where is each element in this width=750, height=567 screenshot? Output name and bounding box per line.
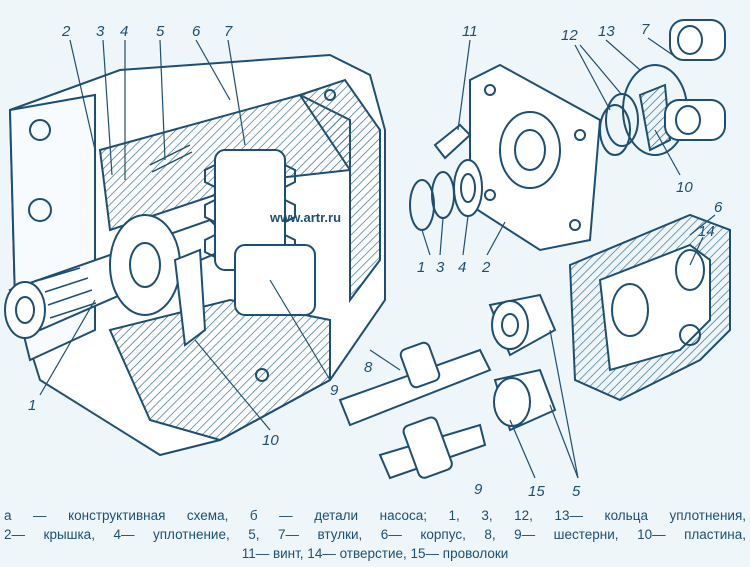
callout-1-right: 1: [417, 259, 425, 276]
callout-4-right: 4: [458, 259, 466, 276]
callout-12: 12: [561, 27, 578, 44]
leader-lines-right: [369, 37, 716, 479]
callouts-right: 11 12 13 7 10 6 14 1 3 4 2 8 9 15 5: [364, 21, 723, 500]
callout-8: 8: [364, 359, 373, 376]
ring-1: [409, 179, 435, 231]
pump-diagram: www.artr.ru 2 3 4 5 6 7 1 9 10 11 12 13 …: [4, 19, 731, 500]
watermark: www.artr.ru: [269, 210, 341, 225]
caption-line-2: 2— крышка, 4— уплотнение, 5, 7— втулки, …: [4, 527, 746, 542]
callout-5-right: 5: [572, 483, 581, 500]
callout-15: 15: [528, 483, 545, 500]
callout-6-right: 6: [714, 199, 723, 216]
bushing-7: [669, 19, 726, 61]
callout-5: 5: [156, 23, 165, 40]
ring-3: [431, 171, 455, 219]
cover-part: [469, 63, 602, 252]
figure-caption: а — конструктивная схема, б — детали нас…: [4, 506, 746, 563]
callouts-left: 2 3 4 5 6 7 1 9 10: [28, 23, 339, 449]
callout-4: 4: [120, 23, 128, 40]
leader-lines-left: [39, 39, 331, 431]
callout-1: 1: [28, 397, 36, 414]
callout-10-right: 10: [676, 179, 693, 196]
callout-10: 10: [262, 432, 279, 449]
callout-3: 3: [96, 23, 105, 40]
callout-9-right: 9: [474, 481, 483, 498]
callout-13: 13: [598, 23, 615, 40]
callout-9: 9: [330, 382, 339, 399]
exploded-parts: [338, 19, 731, 480]
callout-2: 2: [61, 23, 71, 40]
caption-line-1: а — конструктивная схема, б — детали нас…: [4, 508, 746, 523]
callout-7: 7: [224, 23, 233, 40]
callout-14: 14: [698, 223, 715, 240]
callout-3-right: 3: [436, 259, 445, 276]
callout-11: 11: [462, 23, 478, 40]
assembled-pump-cutaway: [4, 53, 386, 457]
callout-7-right: 7: [641, 21, 650, 38]
ring-12: [599, 104, 631, 156]
caption-line-3: 11— винт, 14— отверстие, 15— проволоки: [241, 546, 509, 561]
callout-2-right: 2: [481, 259, 491, 276]
callout-6: 6: [192, 23, 201, 40]
seal-4: [453, 159, 483, 217]
